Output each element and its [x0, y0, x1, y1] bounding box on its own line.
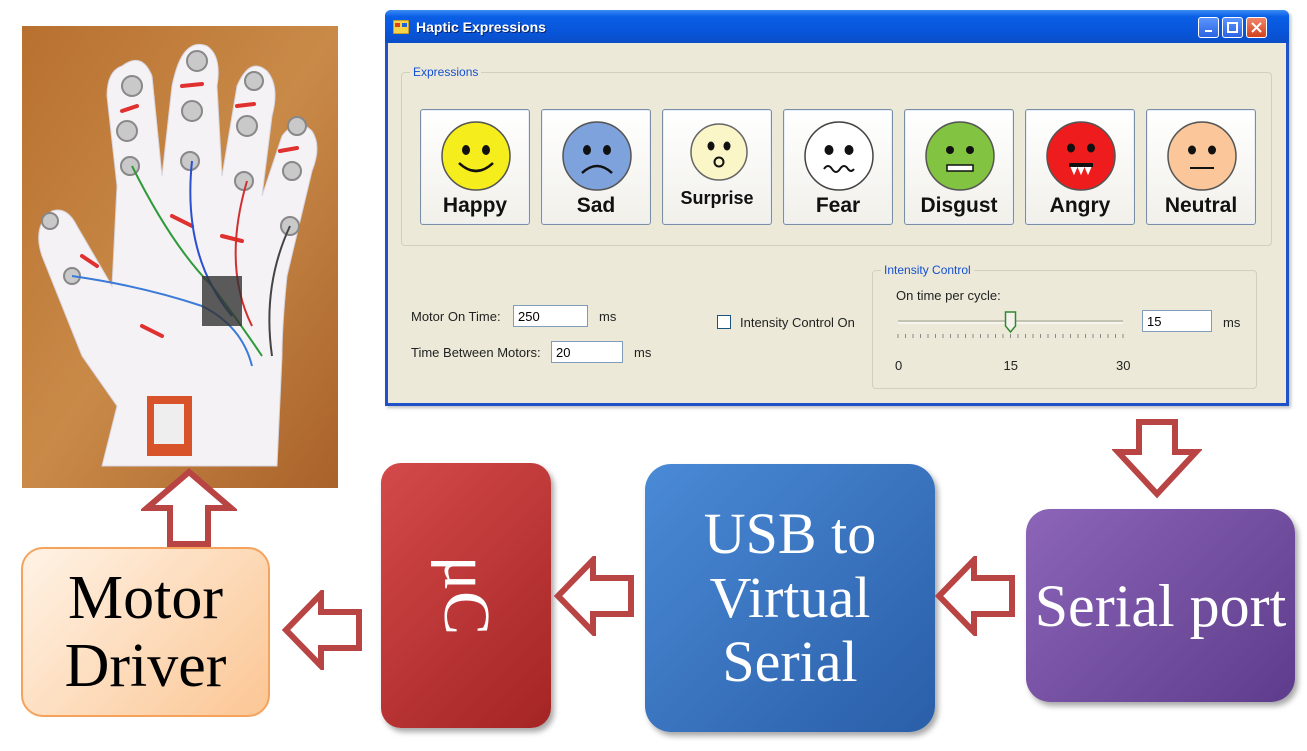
angry-button[interactable]: Angry: [1025, 109, 1135, 225]
angry-face-icon: [1046, 121, 1116, 191]
slider-ticks: [897, 334, 1124, 338]
left-arrow-uc-to-motor-driver: [281, 590, 362, 670]
intensity-control-checkbox-label: Intensity Control On: [740, 315, 855, 330]
down-arrow-window-to-serial: [1112, 419, 1202, 499]
fear-button[interactable]: Fear: [783, 109, 893, 225]
happy-label: Happy: [442, 194, 508, 217]
slider-thumb[interactable]: [1004, 311, 1017, 334]
close-icon: [1251, 22, 1262, 33]
sad-button[interactable]: Sad: [541, 109, 651, 225]
on-time-value-input[interactable]: 15: [1142, 310, 1212, 332]
slider-tick-min: 0: [895, 358, 903, 373]
intensity-control-group-label: Intensity Control: [881, 263, 974, 277]
serial-port-text: Serial port: [1034, 572, 1287, 639]
slider-tick-mid: 15: [1003, 358, 1018, 373]
title-bar[interactable]: Haptic Expressions: [385, 10, 1289, 43]
motor-driver-text: Motor Driver: [64, 563, 227, 700]
app-icon: [393, 20, 409, 34]
on-time-slider[interactable]: [893, 308, 1129, 348]
surprise-button[interactable]: Surprise: [662, 109, 772, 225]
disgust-face-icon: [925, 121, 995, 191]
motor-driver-block: Motor Driver: [21, 547, 270, 717]
on-time-value-unit: ms: [1223, 315, 1241, 330]
window-title: Haptic Expressions: [416, 19, 546, 35]
usb-to-virtual-serial-text: USB to Virtual Serial: [703, 501, 877, 694]
time-between-motors-unit: ms: [634, 345, 652, 360]
disgust-button[interactable]: Disgust: [904, 109, 1014, 225]
happy-button[interactable]: Happy: [420, 109, 530, 225]
up-arrow-motor-driver-to-glove: [141, 468, 237, 547]
sad-face-icon: [562, 121, 632, 191]
surprise-label: Surprise: [680, 188, 754, 208]
fear-face-icon: [804, 121, 874, 191]
close-button[interactable]: [1246, 17, 1267, 38]
time-between-motors-input[interactable]: 20: [551, 341, 623, 363]
haptic-glove-photo: [22, 26, 338, 488]
time-between-motors-label: Time Between Motors:: [411, 345, 541, 360]
motor-on-time-unit: ms: [599, 309, 617, 324]
motor-on-time-input[interactable]: 250: [513, 305, 588, 327]
usb-to-virtual-serial-block: USB to Virtual Serial: [645, 464, 935, 732]
neutral-face-icon: [1167, 121, 1237, 191]
minimize-button[interactable]: [1198, 17, 1219, 38]
happy-face-icon: [441, 121, 511, 191]
expressions-group-label: Expressions: [410, 65, 482, 79]
left-arrow-usb-to-uc: [553, 556, 634, 636]
fear-label: Fear: [815, 194, 861, 217]
serial-port-block: Serial port: [1026, 509, 1295, 702]
disgust-label: Disgust: [920, 194, 998, 217]
haptic-expressions-window: Haptic Expressions Expressions Happy Sad: [385, 10, 1289, 406]
sad-label: Sad: [576, 194, 616, 217]
surprise-face-icon: [690, 123, 748, 181]
expressions-group: Expressions: [401, 65, 1272, 246]
angry-label: Angry: [1049, 194, 1111, 217]
slider-tick-max: 30: [1116, 358, 1131, 373]
minimize-icon: [1204, 29, 1212, 32]
intensity-control-group: Intensity Control: [872, 263, 1257, 389]
left-arrow-serial-to-usb: [934, 556, 1015, 636]
intensity-control-checkbox[interactable]: [717, 315, 731, 329]
neutral-button[interactable]: Neutral: [1146, 109, 1256, 225]
maximize-icon: [1227, 22, 1238, 33]
on-time-per-cycle-label: On time per cycle:: [896, 288, 1001, 303]
motor-on-time-label: Motor On Time:: [411, 309, 501, 324]
microcontroller-block: μC: [381, 463, 551, 728]
neutral-label: Neutral: [1164, 194, 1238, 217]
maximize-button[interactable]: [1222, 17, 1243, 38]
microcontroller-text: μC: [430, 555, 504, 636]
